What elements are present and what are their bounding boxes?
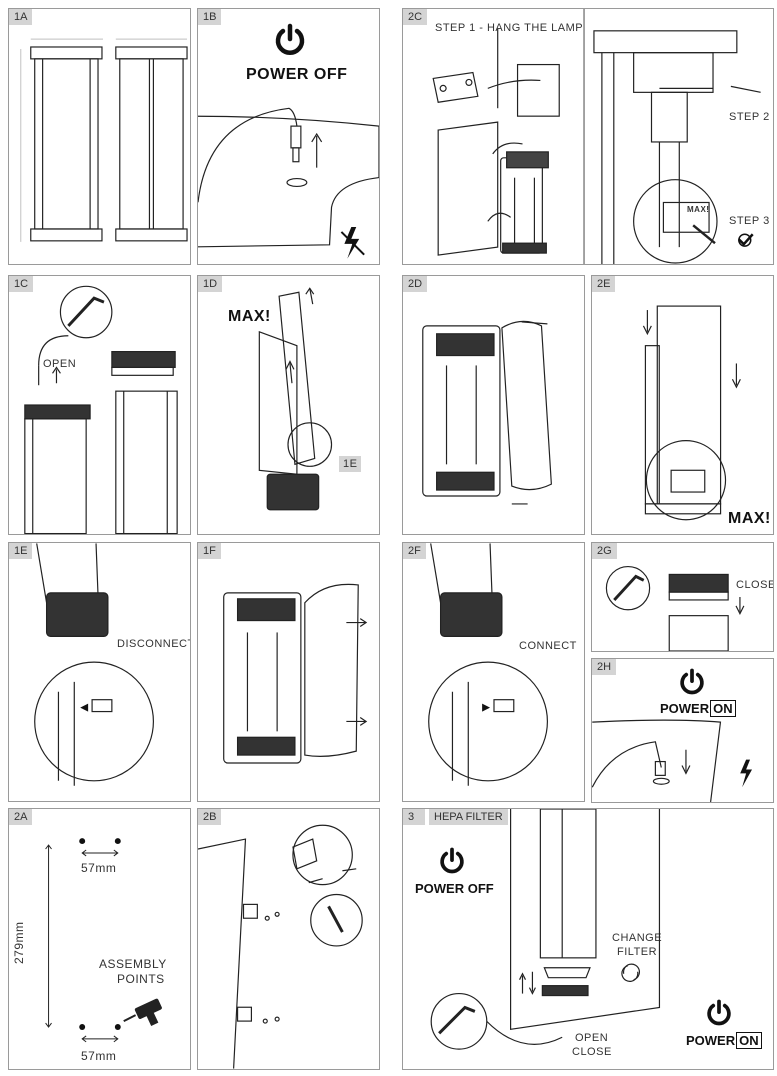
max-label: MAX! <box>228 308 271 325</box>
connect-label: CONNECT <box>519 640 577 652</box>
power-icon <box>680 668 704 695</box>
open-cover-drawing <box>258 287 333 511</box>
drill-icon <box>123 998 162 1026</box>
panel-tag: 2D <box>403 276 428 292</box>
panel-tag: 2A <box>9 809 33 825</box>
close-cover-drawing <box>422 320 552 505</box>
assembly-label: ASSEMBLY <box>99 957 167 971</box>
connect-drawing <box>428 543 548 786</box>
panel-1c: 1C OPEN <box>8 275 191 535</box>
assembly-points-drawing <box>45 838 162 1043</box>
on-word: ON <box>710 700 736 717</box>
disconnect-drawing <box>34 543 154 786</box>
hepa-filter-title: HEPA FILTER <box>429 809 508 825</box>
on-word: ON <box>736 1032 762 1049</box>
panel-3: 3 HEPA FILTER POWER OFF CHANGE FILTER OP… <box>402 808 774 1070</box>
hang-lamp-drawing <box>432 9 761 264</box>
power-off-label: POWER OFF <box>415 881 494 896</box>
remove-cover-drawing <box>223 583 368 764</box>
step1-label: STEP 1 - HANG THE LAMP <box>435 22 584 34</box>
disconnect-label: DISCONNECT <box>117 638 191 650</box>
panel-2b: 2B <box>197 808 380 1070</box>
change-label: CHANGE <box>612 932 663 944</box>
max-label: MAX! <box>687 205 710 214</box>
panel-tag: 2E <box>592 276 616 292</box>
panel-1e: 1E DISCONNECT <box>8 542 191 802</box>
panel-tag: 2C <box>403 9 428 25</box>
step3-label: STEP 3 <box>729 215 770 227</box>
panel-tag: 1C <box>9 276 34 292</box>
filter-change-drawing <box>430 809 661 1050</box>
power-word: POWER <box>660 701 710 716</box>
max-label: MAX! <box>728 510 771 527</box>
open-label: OPEN <box>575 1032 609 1044</box>
open-label: OPEN <box>43 358 77 370</box>
panel-tag: 2B <box>198 809 222 825</box>
panel-tag: 1E <box>9 543 33 559</box>
close-label: CLOSE <box>572 1046 612 1058</box>
panel-1d: 1D MAX! 1E <box>197 275 380 535</box>
spacing-bottom-label: 57mm <box>81 1049 117 1063</box>
power-icon <box>275 23 305 55</box>
spacing-top-label: 57mm <box>81 861 117 875</box>
panel-tag: 3 <box>403 809 425 825</box>
panel-1a: 1A <box>8 8 191 265</box>
unplug-drawing <box>198 107 379 259</box>
attach-cap-drawing <box>605 565 745 651</box>
power-icon <box>707 999 731 1026</box>
power-icon <box>440 847 464 874</box>
panel-2d: 2D <box>402 275 585 535</box>
power-off-label: POWER OFF <box>246 66 348 83</box>
plug-in-drawing <box>592 719 753 802</box>
remove-cap-drawing <box>24 285 178 534</box>
panel-2e: 2E MAX! <box>591 275 774 535</box>
panel-2f: 2F CONNECT <box>402 542 585 802</box>
panel-tag: 2F <box>403 543 426 559</box>
close-label: CLOSE <box>736 579 774 591</box>
power-word: POWER <box>686 1033 736 1048</box>
panel-2a: 2A 57mm 57mm 279mm ASSEMBLY POINTS <box>8 808 191 1070</box>
panel-tag: 1D <box>198 276 223 292</box>
ref-1e-tag: 1E <box>339 456 362 472</box>
points-label: POINTS <box>117 972 165 986</box>
panel-2g: 2G CLOSE <box>591 542 774 652</box>
panel-1b: 1B POWER OFF <box>197 8 380 265</box>
panel-1f: 1F <box>197 542 380 802</box>
slide-cover-down-drawing <box>642 305 741 521</box>
panel-tag: 1B <box>198 9 222 25</box>
filter-label: FILTER <box>617 946 658 958</box>
panel-tag: 1A <box>9 9 33 25</box>
mount-brackets-drawing <box>198 824 363 1069</box>
panel-tag: 2G <box>592 543 617 559</box>
panel-2c: 2C STEP 1 - HANG THE LAMP STEP 2 STEP 3 … <box>402 8 774 265</box>
panel-tag: 1F <box>198 543 221 559</box>
step2-label: STEP 2 <box>729 111 770 123</box>
panel-tag: 2H <box>592 659 617 675</box>
lamp-front-and-side-drawing <box>20 38 188 242</box>
